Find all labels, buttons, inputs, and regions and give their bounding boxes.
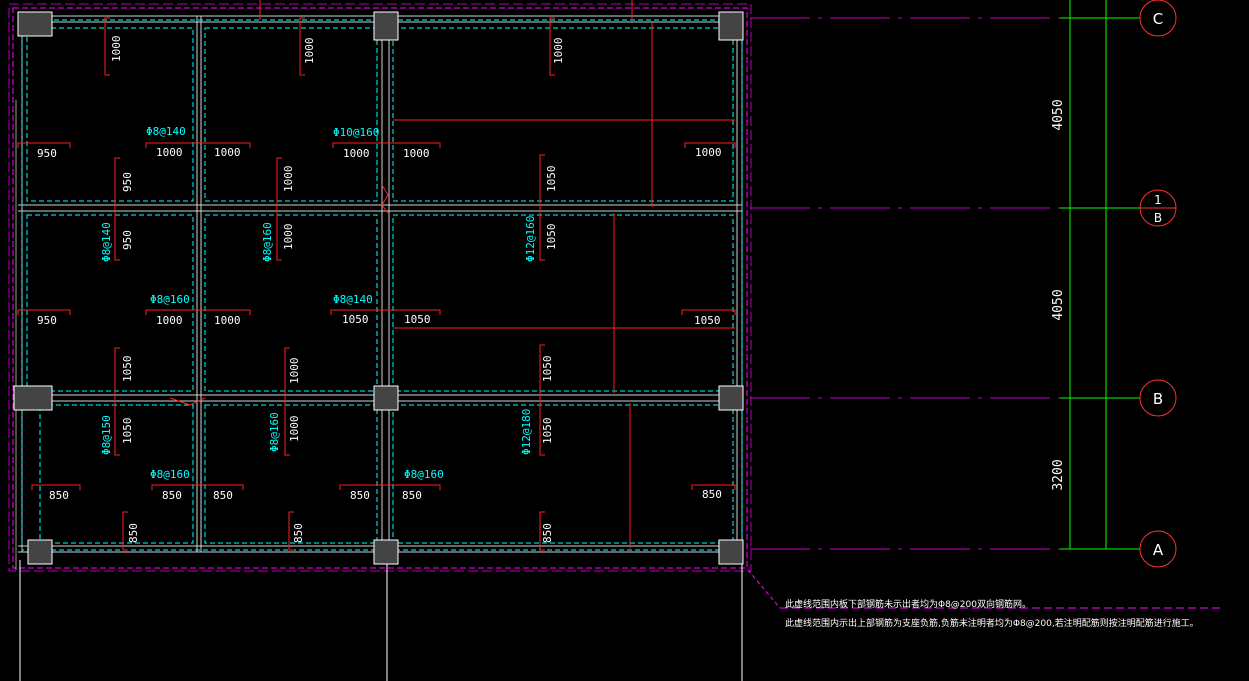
dim-label: 1000	[110, 36, 123, 63]
column	[718, 11, 744, 41]
slab-boundary	[8, 3, 1220, 609]
rebar-label: Φ8@140	[146, 125, 186, 138]
rebar-label: Φ8@140	[333, 293, 373, 306]
column	[373, 385, 399, 411]
rebar-label: Φ12@160	[524, 216, 537, 262]
note-bottom-rebar: 此虚线范围内板下部钢筋未示出者均为Φ8@200双向钢筋网。	[785, 600, 1031, 610]
axis-label-1: 1	[1154, 193, 1162, 207]
rebar-label: Φ8@160	[261, 222, 274, 262]
dim-label: 1050	[545, 166, 558, 193]
dim-label: 1000	[214, 146, 241, 159]
column	[13, 385, 53, 411]
dim-label: 1000	[343, 147, 370, 160]
dim-label: 1050	[404, 313, 431, 326]
column	[373, 11, 399, 41]
note-support-rebar: 此虚线范围内示出上部钢筋为支座负筋,负筋未注明者均为Φ8@200,若注明配筋则按…	[785, 619, 1199, 629]
dim-label: 850	[702, 488, 722, 501]
dim-label: 1050	[121, 418, 134, 445]
dim-label: 850	[213, 489, 233, 502]
dim-label: 1000	[214, 314, 241, 327]
dim-label: 1000	[403, 147, 430, 160]
rebar-label: Φ8@160	[150, 293, 190, 306]
dim-label: 1000	[695, 146, 722, 159]
rebar-label: Φ8@140	[100, 222, 113, 262]
dim-label: 850	[127, 523, 140, 543]
rebar-label: Φ8@160	[150, 468, 190, 481]
dim-label: 1000	[282, 224, 295, 251]
axis-bubble-b	[1139, 379, 1177, 417]
axis-label-b: B	[1153, 390, 1163, 408]
axis-bubble-c	[1139, 0, 1177, 37]
column-grid-lines	[15, 100, 743, 681]
dim-label: 1050	[694, 314, 721, 327]
dim-label: 850	[402, 489, 422, 502]
dim-label: 850	[541, 523, 554, 543]
dimension-labels: 1000 1000 1000 950 1000 1000 1000 1000 1…	[37, 36, 722, 544]
column	[718, 539, 744, 565]
dim-label: 1000	[156, 146, 183, 159]
dim-label: 1000	[552, 38, 565, 65]
dim-label: 1050	[342, 313, 369, 326]
column	[718, 385, 744, 411]
dim-label: 950	[37, 147, 57, 160]
dim-label: 1000	[288, 358, 301, 385]
axis-label-c: C	[1153, 10, 1163, 28]
dim-label: 950	[121, 230, 134, 250]
axis-label-a: A	[1153, 541, 1164, 559]
rebar-label: Φ8@160	[404, 468, 444, 481]
axis-spacing: 4050	[1051, 289, 1066, 320]
dim-label: 1050	[121, 356, 134, 383]
dim-label: 950	[37, 314, 57, 327]
dim-label: 1000	[303, 38, 316, 65]
axis-bubble-a	[1139, 530, 1177, 568]
dim-label: 1000	[288, 416, 301, 443]
dim-label: 1000	[282, 166, 295, 193]
rebar-label: Φ8@160	[268, 412, 281, 452]
dim-label: 1050	[541, 356, 554, 383]
column	[373, 539, 399, 565]
dim-label: 850	[49, 489, 69, 502]
axis-spacing: 4050	[1051, 99, 1066, 130]
dim-label: 1050	[545, 224, 558, 251]
dim-label: 850	[292, 523, 305, 543]
axis-lines	[750, 17, 1140, 550]
columns	[13, 11, 744, 565]
axis-system: C 1 B B A 4050 4050 3200	[1051, 0, 1177, 568]
rebar-label: Φ8@150	[100, 415, 113, 455]
beam-lines	[18, 15, 743, 553]
dim-label: 850	[162, 489, 182, 502]
rebar-label: Φ10@160	[333, 126, 379, 139]
column	[17, 11, 53, 37]
rebar-red-lines	[17, 0, 736, 551]
column	[27, 539, 53, 565]
dim-label: 950	[121, 172, 134, 192]
slab-panels	[21, 19, 743, 551]
rebar-labels: Φ8@140 Φ10@160 Φ8@140 Φ8@160 Φ12@160 Φ8@…	[100, 125, 537, 481]
dim-label: 1000	[156, 314, 183, 327]
axis-label-b-sub: B	[1154, 211, 1162, 225]
rebar-label: Φ12@180	[520, 409, 533, 455]
dim-label: 1050	[541, 418, 554, 445]
dim-label: 850	[350, 489, 370, 502]
axis-spacing: 3200	[1051, 459, 1066, 490]
